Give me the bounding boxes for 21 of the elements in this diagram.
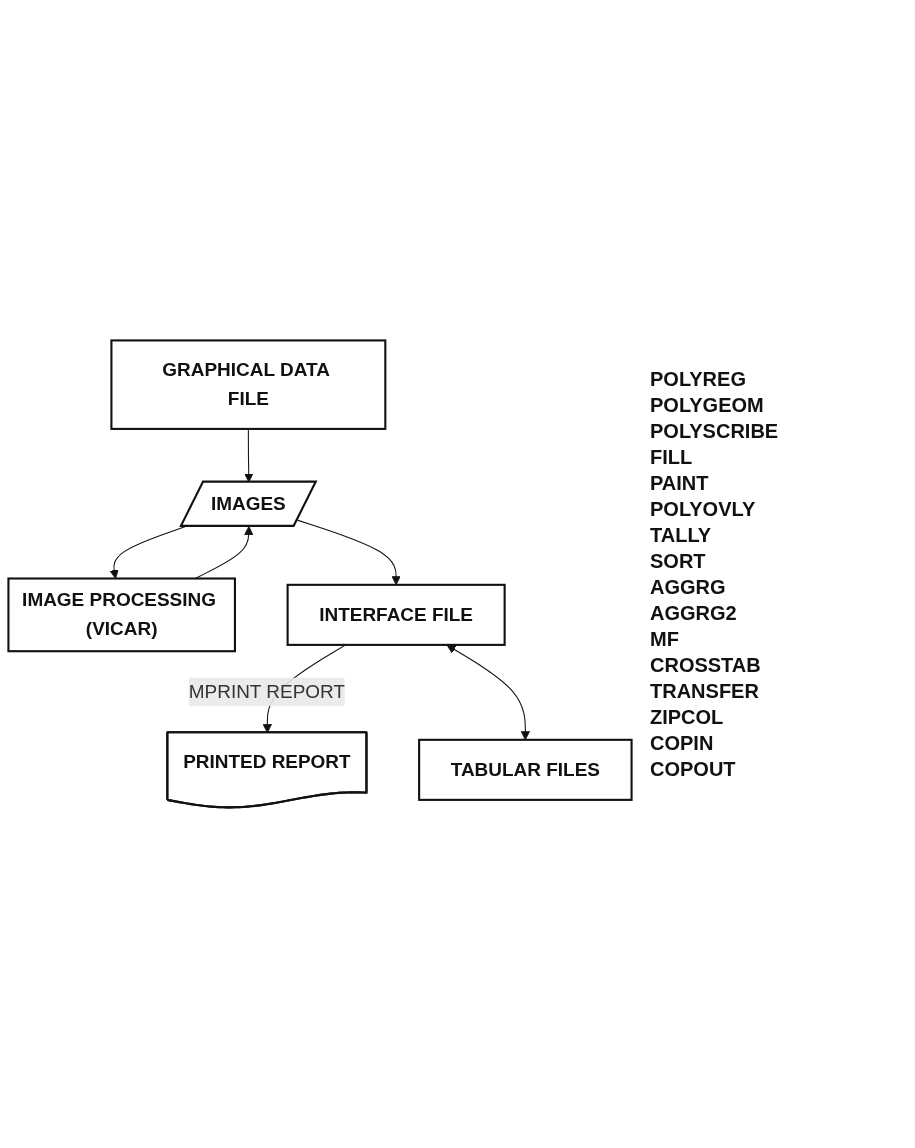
program-name: CROSSTAB: [650, 653, 762, 678]
program-name: SORT: [650, 549, 707, 574]
program-name: TRANSFER: [650, 679, 760, 704]
program-name: FILL: [650, 445, 694, 470]
node-box: INTERFACE FILE: [286, 583, 506, 647]
program-name: COPOUT: [650, 757, 737, 782]
edge-label: MPRINT REPORT: [188, 680, 346, 702]
program-name: POLYREG: [650, 367, 747, 392]
program-name: POLYSCRIBE: [650, 419, 780, 444]
node-box: TABULAR FILES: [418, 738, 633, 801]
program-name: TALLY: [650, 523, 713, 548]
program-name: POLYOVLY: [650, 497, 757, 522]
program-name: AGGRG2: [650, 601, 738, 626]
node-box: IMAGE PROCESSING (VICAR): [7, 577, 236, 653]
program-name: COPIN: [650, 731, 715, 756]
program-name: ZIPCOL: [650, 705, 725, 730]
program-name: MF: [650, 627, 680, 652]
node-box: GRAPHICAL DATA FILE: [110, 339, 387, 431]
program-name: PAINT: [650, 471, 710, 496]
program-name: AGGRG: [650, 575, 727, 600]
program-name: POLYGEOM: [650, 393, 765, 418]
